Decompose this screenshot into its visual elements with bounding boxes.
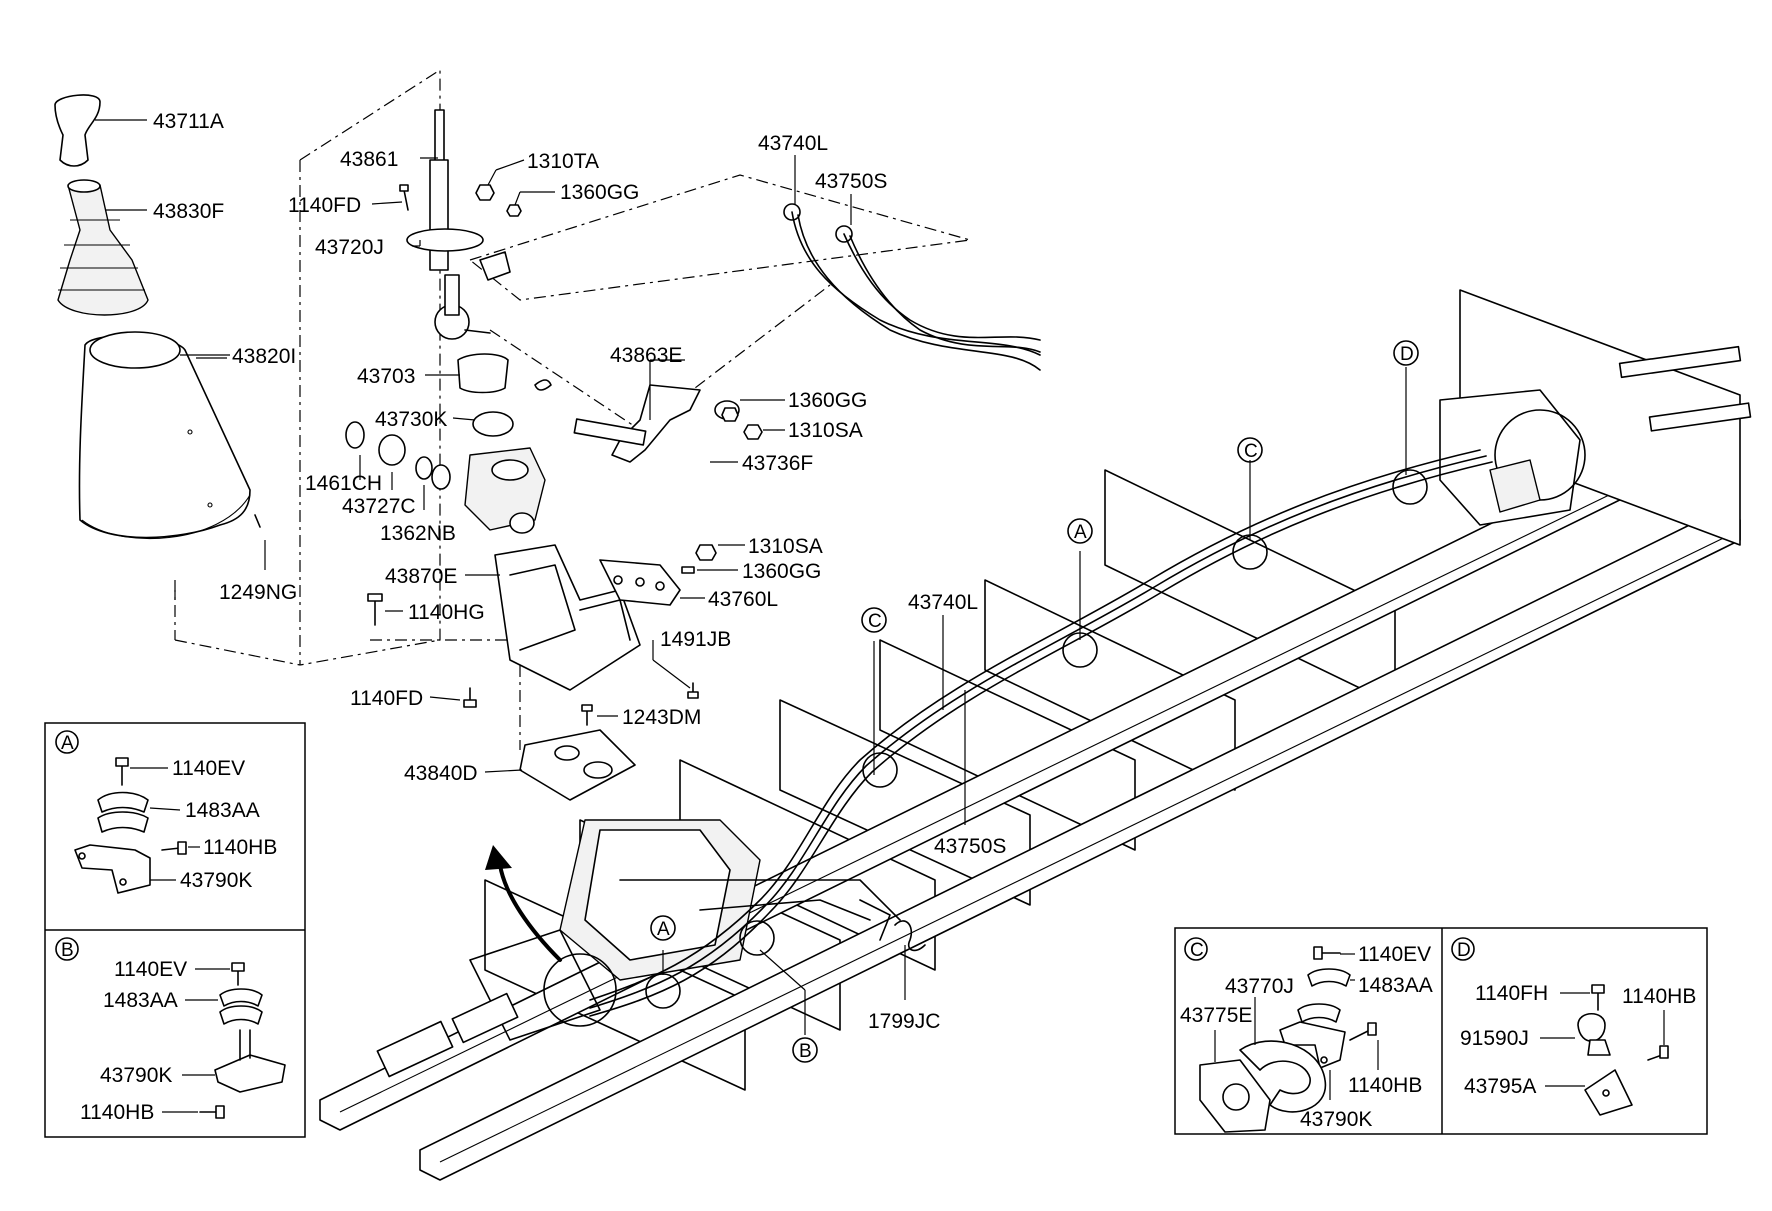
frame-markers: A B C A C D [650, 340, 1419, 1063]
callout-1360GG-top: 1360GG [560, 181, 639, 204]
detail-b-1140EV: 1140EV [114, 958, 187, 981]
detail-c-title: C [1190, 940, 1204, 961]
callout-1799JC: 1799JC [868, 1010, 940, 1033]
shift-knob [54, 94, 101, 167]
callout-1249NG: 1249NG [219, 581, 297, 604]
detail-d-title: D [1457, 940, 1471, 961]
vehicle-frame [319, 289, 1752, 1181]
marker-B: B [799, 1041, 812, 1062]
marker-A-mid: A [1074, 522, 1087, 543]
callout-43736F: 43736F [742, 452, 813, 475]
detail-b-1483AA: 1483AA [103, 989, 178, 1012]
transmission-housing [1439, 289, 1752, 546]
marker-D: D [1400, 344, 1414, 365]
detail-a-1140HB: 1140HB [203, 836, 277, 859]
detail-a-43790K: 43790K [180, 869, 252, 892]
console-bracket [494, 544, 641, 691]
callout-43870E: 43870E [385, 565, 457, 588]
detail-d-1140FH: 1140FH [1475, 982, 1548, 1005]
clamp-locations [543, 469, 1428, 1027]
shift-bracket [611, 384, 701, 463]
detail-b-43790K: 43790K [100, 1064, 172, 1087]
detail-panel-cd: C 1140EV 1483AA 43770J 43775E 1140HB 437… [1174, 927, 1708, 1135]
callout-43727C: 43727C [342, 495, 416, 518]
detail-d-91590J: 91590J [1460, 1027, 1529, 1050]
callout-43750S-frame: 43750S [934, 835, 1006, 858]
detail-d-1140HB: 1140HB [1622, 985, 1696, 1008]
detail-a-title: A [61, 733, 74, 754]
callout-43820I: 43820I [232, 345, 296, 368]
shift-lever-assembly [54, 68, 1041, 801]
detail-a-1483AA: 1483AA [185, 799, 260, 822]
detail-c-43770J: 43770J [1225, 975, 1294, 998]
callout-1310TA: 1310TA [527, 150, 599, 173]
callout-labels: 43711A 43830F 43820I 1249NG 43861 1140FD… [153, 110, 1006, 1033]
callout-43740L-top: 43740L [758, 132, 828, 155]
detail-c-43790K: 43790K [1300, 1108, 1372, 1131]
cable-clip-1799JC [894, 920, 926, 952]
detail-a-1140EV: 1140EV [172, 757, 245, 780]
callout-1140FD-low: 1140FD [350, 687, 423, 710]
console-plate [519, 729, 636, 801]
callout-43740L-frame: 43740L [908, 591, 978, 614]
callout-43750S-top: 43750S [815, 170, 887, 193]
callout-43703: 43703 [357, 365, 415, 388]
shift-cable-ends [783, 203, 1041, 371]
return-spring [534, 379, 552, 391]
detail-c-43775E: 43775E [1180, 1004, 1252, 1027]
shift-lever [406, 109, 511, 340]
frame-front-section [376, 819, 901, 1078]
callout-1140FD-top: 1140FD [288, 194, 361, 217]
detail-b-1140HB: 1140HB [80, 1101, 154, 1124]
callout-43760L: 43760L [708, 588, 778, 611]
detail-c-1483AA: 1483AA [1358, 974, 1433, 997]
detail-d-43795A: 43795A [1464, 1075, 1536, 1098]
callout-1243DM: 1243DM [622, 706, 701, 729]
callout-1360GG-low: 1360GG [742, 560, 821, 583]
callout-1491JB: 1491JB [660, 628, 731, 651]
marker-A-front: A [657, 919, 670, 940]
detail-panel-ab: A 1140EV 1483AA 1140HB 43790K B 114 [44, 722, 306, 1138]
callout-43720J: 43720J [315, 236, 384, 259]
callout-1461CH: 1461CH [305, 472, 382, 495]
callout-43863E: 43863E [610, 344, 682, 367]
callout-43830F: 43830F [153, 200, 224, 223]
callout-43840D: 43840D [404, 762, 478, 785]
callout-1310SA-low: 1310SA [748, 535, 823, 558]
callout-43711A: 43711A [153, 110, 224, 133]
marker-C-front: C [868, 611, 882, 632]
shift-cables [589, 449, 1493, 1017]
detail-c-1140HB: 1140HB [1348, 1074, 1422, 1097]
detail-b-title: B [61, 940, 74, 961]
detail-c-1140EV: 1140EV [1358, 943, 1431, 966]
leader-lines [95, 119, 1407, 1035]
marker-C-rear: C [1244, 441, 1258, 462]
callout-43861: 43861 [340, 148, 398, 171]
callout-1360GG-mid: 1360GG [788, 389, 867, 412]
console-cover [78, 335, 251, 539]
callout-1362NB: 1362NB [380, 522, 456, 545]
detail-arrow [485, 845, 562, 962]
shift-boot [57, 184, 149, 316]
callout-43730K: 43730K [375, 408, 447, 431]
callout-1140HG: 1140HG [408, 601, 485, 624]
callout-1310SA-mid: 1310SA [788, 419, 863, 442]
